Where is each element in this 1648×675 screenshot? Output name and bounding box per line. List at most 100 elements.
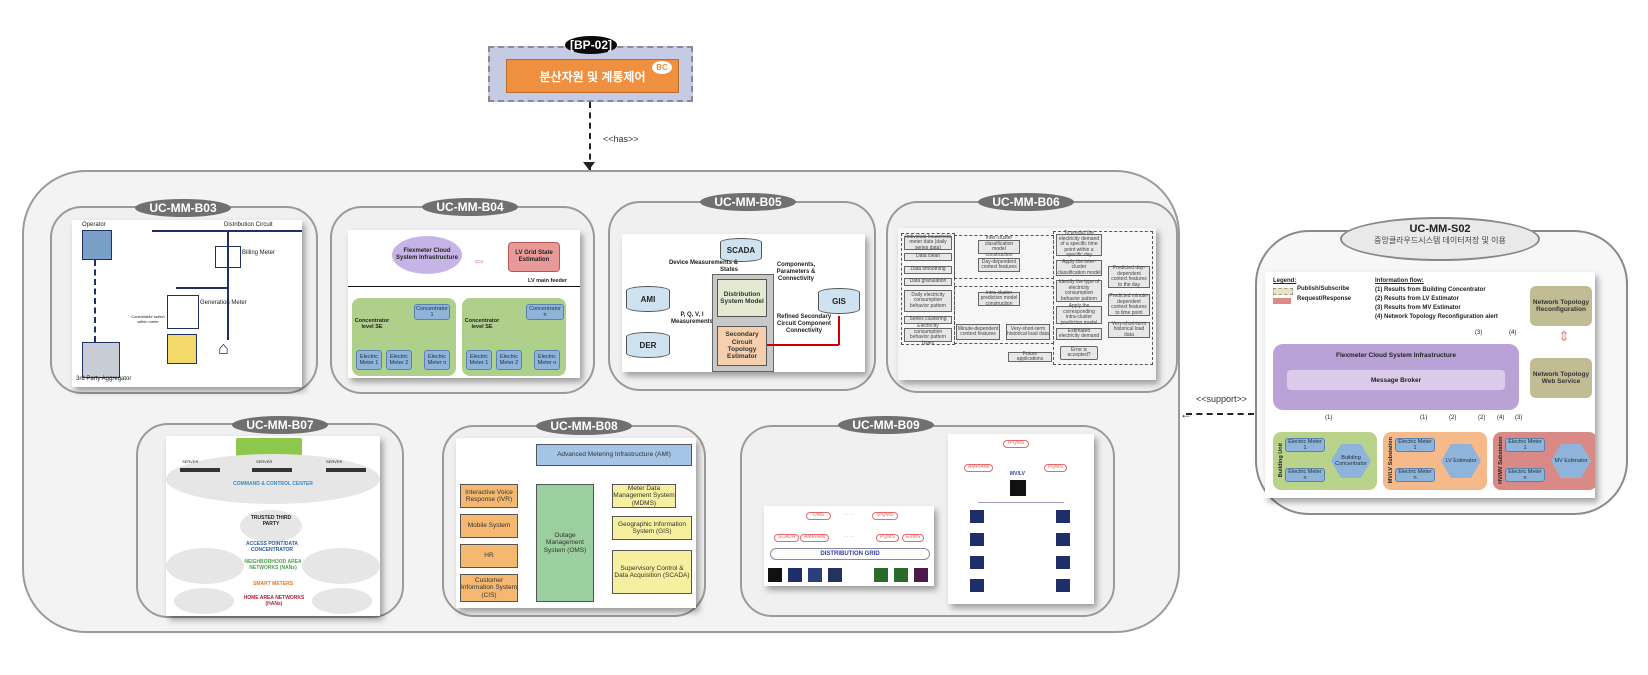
oms-box: Outage Management System (OMS) <box>536 484 594 602</box>
server-label: SERVER <box>326 459 343 464</box>
b04-meter: Electric Meter 2 <box>496 350 522 370</box>
support-connector <box>1186 413 1254 415</box>
broker-label: Message Broker <box>1370 377 1422 384</box>
lv-main-feeder-label: LV main feeder <box>528 278 568 284</box>
ev-icon <box>914 568 928 582</box>
s02-diagram: Legend: Publish/Subscribe Request/Respon… <box>1265 272 1595 498</box>
house-icon <box>1056 556 1070 569</box>
b06-step: Identify the type of electricity consump… <box>1056 279 1102 302</box>
house-icon <box>970 533 984 546</box>
b08-left-box: HR <box>460 544 518 568</box>
secondary-circuit-topology-estimator: Secondary Circuit Topology Estimator <box>717 326 767 366</box>
house-icon <box>970 556 984 569</box>
flow-num: (4) <box>1497 415 1505 421</box>
b06-step: Apply the corresponding intra-cluster pr… <box>1056 303 1102 325</box>
bc-badge: BC <box>652 61 672 74</box>
flow-num: (3) <box>1475 330 1483 336</box>
electric-meter: Electric Meter n <box>1395 468 1435 482</box>
b09-tag: IPQMS <box>1003 440 1030 448</box>
refined-connectivity-label: Refined Secondary Circuit Component Conn… <box>776 314 832 334</box>
smart-meters-label: SMART METERS <box>253 581 293 587</box>
house-icon <box>1056 533 1070 546</box>
b06-step: Very-short-term historical load data <box>1108 321 1150 338</box>
house-icon <box>1056 579 1070 592</box>
usecase-pill-b05: UC-MM-B05 <box>700 193 796 211</box>
house-icon <box>828 568 842 582</box>
concentrator-1: Concentrator 1 <box>414 304 450 320</box>
flow-item: (4) Network Topology Reconfiguration ale… <box>1375 314 1498 320</box>
b09-tag: DMS <box>806 512 832 520</box>
b06-step: Data granulation <box>904 278 952 286</box>
pqvi-label: P, Q, V, I Measurements <box>670 312 714 325</box>
s02-subtitle: 중앙클라우드시스템 데이터저장 및 이용 <box>1374 236 1506 245</box>
b09-tag: EVMS <box>902 534 925 542</box>
b06-step: Future applications <box>1008 351 1052 362</box>
estimator-hex: MV Estimator <box>1551 444 1591 478</box>
b09-tag: AMR/AMI <box>964 464 994 472</box>
b09-tag: . . . . <box>844 511 854 517</box>
b09-tag: SCADA <box>774 534 800 542</box>
trusted-third-party-label: TRUSTED THIRD PARTY <box>250 515 292 527</box>
ami-db: AMI <box>626 286 670 312</box>
operator-label: Operator <box>82 222 106 228</box>
has-connector <box>589 102 591 170</box>
control-center-cloud <box>166 454 380 504</box>
b04-meter: Electric Meter 2 <box>386 350 412 370</box>
network-topology-web-service: Network Topology Web Service <box>1530 358 1592 398</box>
b07-diagram: SERVER SERVER SERVER COMMAND & CONTROL C… <box>166 436 380 616</box>
legend-title: Legend: <box>1273 278 1297 284</box>
b06-step: Individual household meter data (daily s… <box>904 233 952 251</box>
usecase-pill-b04: UC-MM-B04 <box>422 198 518 216</box>
request-response-icon <box>1273 298 1291 304</box>
b04-meter: Electric Meter 1 <box>356 350 382 370</box>
support-label: <<support>> <box>1196 394 1248 404</box>
flow-num: (3) <box>1515 415 1523 421</box>
server-label: SERVER <box>182 459 199 464</box>
b04-meter: Electric Meter n <box>534 350 560 370</box>
s02-id: UC-MM-S02 <box>1409 223 1471 235</box>
wind-turbine-icon <box>874 568 888 582</box>
factory-icon <box>788 568 802 582</box>
usecase-pill-b07: UC-MM-B07 <box>232 416 328 434</box>
bp02-title[interactable]: 분산자원 및 계통제어 <box>506 59 679 93</box>
flow-title: Information flow: <box>1375 278 1424 284</box>
b06-step: Predicted day-dependent context features… <box>1108 265 1150 288</box>
der-db: DER <box>626 332 670 358</box>
estimator-hex: LV Estimator <box>1441 444 1481 478</box>
ami-box: Advanced Metering Infrastructure (AMI) <box>536 444 692 466</box>
estimator-hex: Building Concentrator <box>1331 444 1371 478</box>
mvlv-label: MV/LV <box>1010 471 1025 477</box>
b08-right-box: Geographic Information System (GIS) <box>612 516 692 540</box>
b06-decision: Error is accepted? <box>1060 346 1098 360</box>
has-arrowhead-icon <box>583 162 595 170</box>
b04-diagram: Flexmeter Cloud System Infrastructure ⇔ … <box>348 230 580 378</box>
flow-num: (1) <box>1325 415 1333 421</box>
b06-step: Daily electricity consumption behavior p… <box>904 290 952 312</box>
solar-icon <box>894 568 908 582</box>
house-icon <box>970 510 984 523</box>
flow-num: (2) <box>1449 415 1457 421</box>
b08-left-box: Customer Information System (CIS) <box>460 574 518 602</box>
distribution-circuit-label: Distribution Circuit <box>224 222 273 228</box>
publish-subscribe-icon <box>1273 288 1293 295</box>
scada-db: SCADA <box>720 238 762 262</box>
legend-publish-subscribe: Publish/Subscribe <box>1297 286 1350 292</box>
b09-tag: AMR/AMI <box>800 534 830 542</box>
b09-tag: PQMS <box>1044 464 1067 472</box>
request-response-arrow-icon: ⇔ <box>472 252 486 268</box>
usecase-pill-b08: UC-MM-B08 <box>536 417 632 435</box>
b08-left-box: Mobile System <box>460 514 518 538</box>
han-label: HOME AREA NETWORKS (HANs) <box>243 595 305 607</box>
concentrator-level-se-1: Concentrator level SE <box>354 318 390 331</box>
b06-step: Very-short-term historical load data <box>1006 324 1050 340</box>
flow-num: (2) <box>1478 415 1486 421</box>
electric-meter: Electric Meter n <box>1505 468 1545 482</box>
flow-num: (1) <box>1420 415 1428 421</box>
aggregator-servers-icon <box>82 342 120 378</box>
distribution-grid-label: DISTRIBUTION GRID <box>770 548 930 560</box>
b03-diagram: Distribution Circuit Operator Billing Me… <box>72 220 302 387</box>
support-arrowhead-icon: ← <box>1180 407 1192 421</box>
electric-meter: Electric Meter 1 <box>1285 438 1325 452</box>
b06-step: Intra-cluster prediction model construct… <box>978 290 1020 307</box>
